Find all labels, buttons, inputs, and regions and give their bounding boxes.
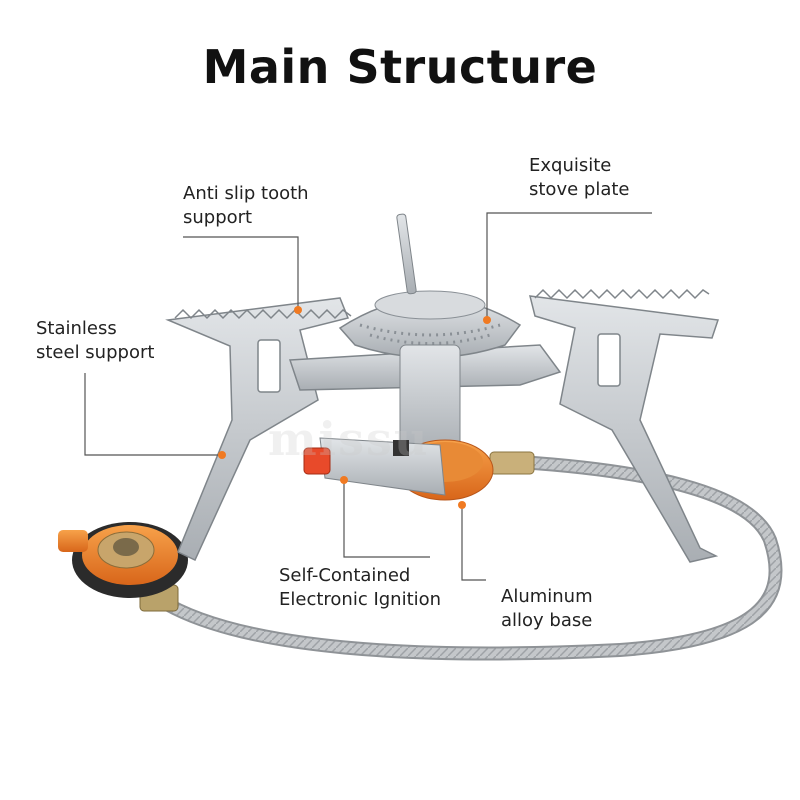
watermark: missu bbox=[268, 412, 430, 466]
callout-stove-plate: Exquisite stove plate bbox=[529, 155, 630, 200]
hose-brass-fitting bbox=[489, 451, 535, 475]
canister-adapter bbox=[58, 522, 188, 612]
callout-base: Aluminum alloy base bbox=[501, 586, 593, 631]
callout-dots bbox=[218, 306, 491, 509]
page-title: Main Structure bbox=[202, 40, 598, 94]
callout-stainless: Stainless steel support bbox=[36, 318, 155, 363]
valve-body bbox=[303, 344, 494, 501]
callout-anti-slip: Anti slip tooth support bbox=[183, 183, 309, 228]
right-pot-support bbox=[529, 288, 720, 563]
leader-lines bbox=[84, 212, 652, 581]
burner-head bbox=[338, 213, 522, 359]
callout-ignition: Self-Contained Electronic Ignition bbox=[279, 565, 442, 610]
